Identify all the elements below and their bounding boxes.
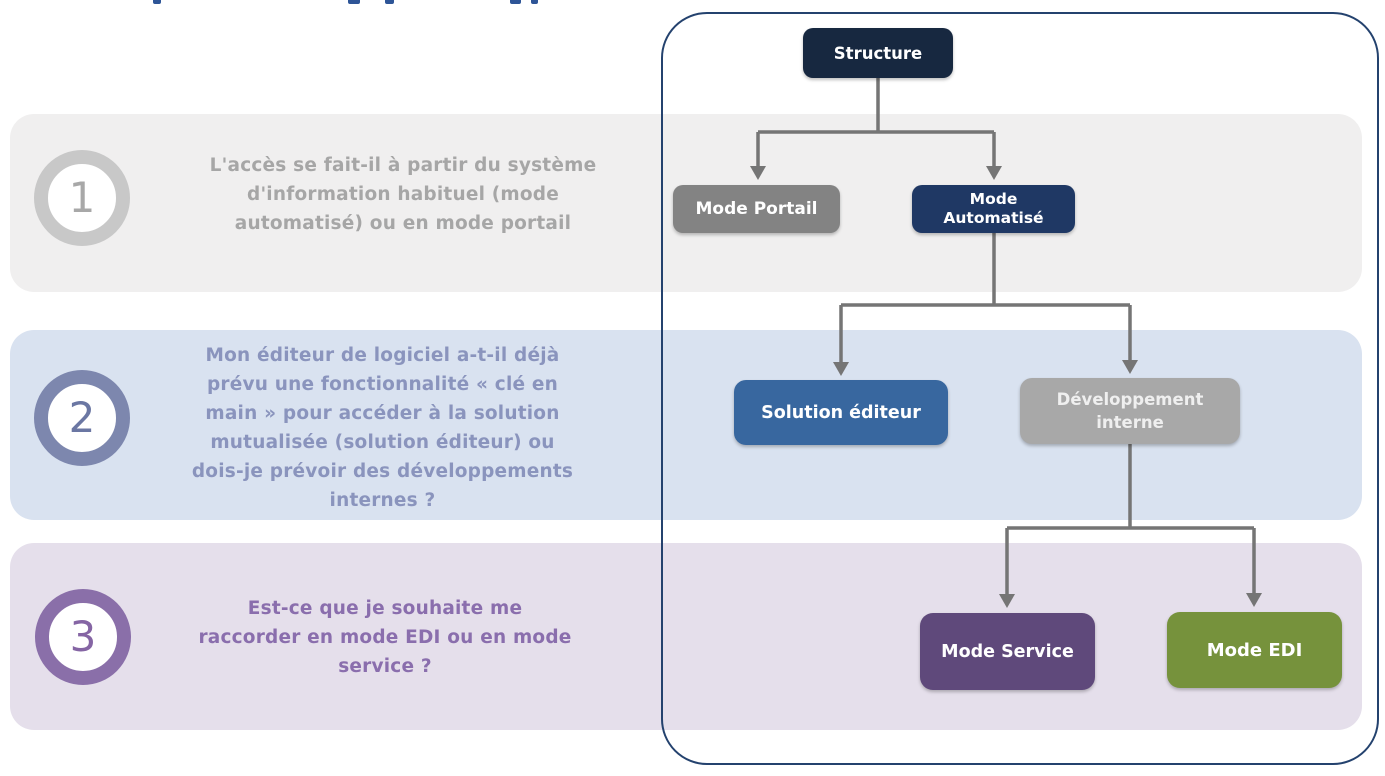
step-circle-3: 3 [35,589,131,685]
step-circle-2: 2 [34,370,130,466]
node-structure: Structure [803,28,953,78]
node-mode-service: Mode Service [920,613,1095,690]
step-circle-1: 1 [34,150,130,246]
question-line: internes ? [329,490,436,511]
flowchart-panel [661,12,1379,765]
node-label-line: interne [1096,413,1164,432]
cropped-title-fragment [153,0,161,4]
node-mode-edi: Mode EDI [1167,612,1342,688]
question-line: Mon éditeur de logiciel a-t-il déjà [205,345,560,366]
step-number: 2 [68,393,96,442]
question-line: prévu une fonctionnalité « clé en [206,374,559,395]
question-line: Est-ce que je souhaite me [247,598,523,619]
question-line: mutualisée (solution éditeur) ou [210,432,555,453]
node-label-line: Mode [969,190,1018,208]
question-line: service ? [338,656,432,677]
question-text-1: L'accès se fait-il à partir du système d… [178,151,628,238]
cropped-title-fragment [348,0,360,4]
node-mode-automatise: Mode Automatisé [912,185,1075,233]
cropped-title-fragment [385,0,394,4]
node-developpement-interne: Développement interne [1020,378,1240,444]
question-line: d'information habituel (mode [247,184,559,205]
question-line: raccorder en mode EDI ou en mode [198,627,572,648]
question-text-2: Mon éditeur de logiciel a-t-il déjà prév… [160,341,605,515]
node-mode-portail: Mode Portail [673,185,840,233]
node-label: Structure [833,43,923,63]
step-number: 3 [69,612,97,661]
question-line: main » pour accéder à la solution [205,403,560,424]
node-label: Solution éditeur [761,402,921,423]
node-label: Mode EDI [1206,639,1303,661]
question-line: L'accès se fait-il à partir du système [209,155,597,176]
node-label: Mode Portail [695,199,818,219]
node-solution-editeur: Solution éditeur [734,380,948,445]
cropped-title-fragment [531,0,538,4]
question-text-3: Est-ce que je souhaite me raccorder en m… [130,594,640,681]
cropped-title-fragment [510,0,521,4]
step-number: 1 [68,173,96,222]
node-label-line: Développement [1056,390,1204,409]
question-line: automatisé) ou en mode portail [234,213,572,234]
node-label-line: Automatisé [943,209,1044,227]
question-line: dois-je prévoir des développements [191,461,574,482]
node-label: Mode Service [941,641,1074,662]
